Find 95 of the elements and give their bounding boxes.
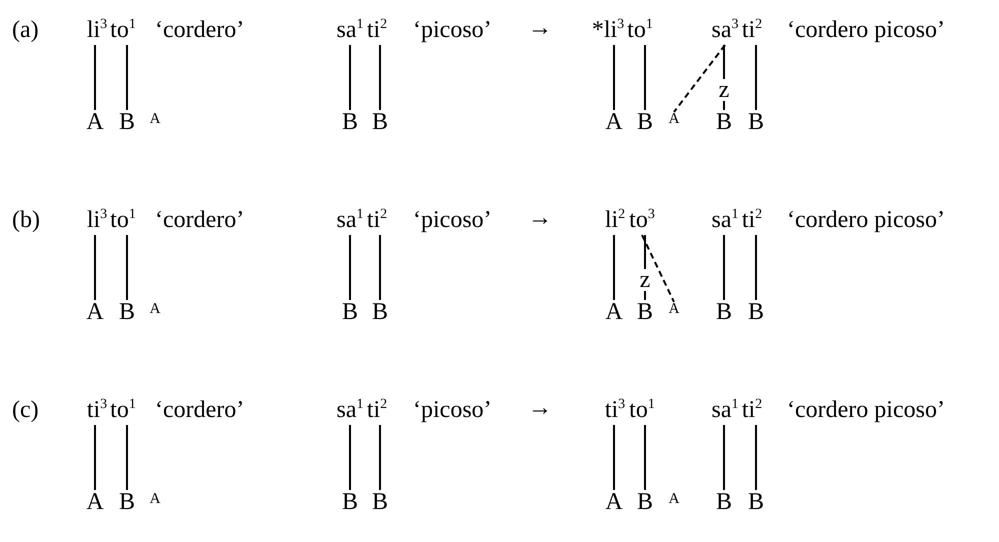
tone-letter: B (342, 108, 358, 136)
syllable: li$^{3}$ (86, 206, 108, 234)
association-line (613, 45, 615, 110)
syllable: sa$^{1}$ (336, 16, 364, 44)
tone-letter: B (637, 108, 653, 136)
gloss: ‘cordero picoso’ (787, 16, 945, 44)
tone-letter: B (372, 298, 388, 326)
tone-letter: B (342, 298, 358, 326)
floating-tone: A (150, 300, 160, 318)
syllable: ti$^{2}$ (742, 396, 762, 424)
example-label: (a) (12, 16, 39, 44)
gloss: ‘picoso’ (413, 206, 492, 234)
association-line (723, 425, 725, 490)
association-line (755, 45, 757, 110)
tone-letter: B (716, 488, 732, 516)
delinking-mark: z (718, 79, 730, 101)
tone-letter: B (372, 108, 388, 136)
tone-letter: A (86, 298, 104, 326)
tone-letter: B (748, 298, 764, 326)
syllable: to$^{1}$ (627, 16, 653, 44)
syllable: to$^{1}$ (110, 396, 136, 424)
association-line (673, 44, 726, 113)
tone-letter: B (342, 488, 358, 516)
tone-letter: A (86, 108, 104, 136)
association-line (349, 45, 351, 110)
derivation-arrow: → (528, 204, 552, 232)
gloss: ‘cordero’ (155, 396, 244, 424)
syllable: ti$^{2}$ (742, 16, 762, 44)
tone-letter: B (637, 298, 653, 326)
derivation-arrow: → (528, 14, 552, 42)
association-line (723, 235, 725, 300)
syllable: sa$^{1}$ (336, 396, 364, 424)
association-line (755, 425, 757, 490)
syllable: ti$^{3}$ (604, 396, 626, 424)
example-label: (c) (12, 396, 39, 424)
association-line (349, 235, 351, 300)
tone-letter: B (637, 488, 653, 516)
tone-letter: B (716, 298, 732, 326)
tone-letter: B (372, 488, 388, 516)
tone-letter: B (748, 488, 764, 516)
association-line (349, 425, 351, 490)
floating-tone: A (150, 110, 160, 128)
association-line (379, 235, 381, 300)
tone-letter: A (605, 298, 623, 326)
gloss: ‘cordero picoso’ (787, 206, 945, 234)
association-line (755, 235, 757, 300)
tone-letter: B (119, 298, 135, 326)
tone-letter: B (119, 488, 135, 516)
association-line (644, 425, 646, 490)
association-line (613, 235, 615, 300)
syllable: ti$^{3}$ (86, 396, 108, 424)
derivation-arrow: → (528, 394, 552, 422)
tone-letter: A (605, 488, 623, 516)
syllable: to$^{3}$ (629, 206, 655, 234)
gloss: ‘cordero’ (155, 16, 244, 44)
syllable: ti$^{2}$ (366, 206, 388, 234)
syllable: li$^{3}$ (86, 16, 108, 44)
gloss: ‘cordero’ (155, 206, 244, 234)
syllable: sa$^{1}$ (712, 396, 738, 424)
association-line (379, 425, 381, 490)
floating-tone: A (668, 110, 680, 128)
syllable: to$^{1}$ (110, 16, 136, 44)
floating-tone: A (668, 490, 680, 508)
tone-letter: B (716, 108, 732, 136)
association-line (126, 45, 128, 110)
syllable: li$^{2}$ (604, 206, 626, 234)
association-line (94, 235, 96, 300)
syllable: *li$^{3}$ (592, 16, 624, 44)
delinking-mark: z (640, 269, 650, 291)
syllable: sa$^{3}$ (712, 16, 738, 44)
syllable: to$^{1}$ (629, 396, 655, 424)
syllable: ti$^{2}$ (366, 396, 388, 424)
floating-tone: A (150, 490, 160, 508)
syllable: sa$^{1}$ (336, 206, 364, 234)
association-line (644, 45, 646, 110)
association-line (613, 425, 615, 490)
floating-tone: A (668, 300, 680, 318)
gloss: ‘cordero picoso’ (787, 396, 945, 424)
association-line (379, 45, 381, 110)
association-line (94, 425, 96, 490)
association-line (94, 45, 96, 110)
example-label: (b) (12, 206, 40, 234)
gloss: ‘picoso’ (413, 16, 492, 44)
syllable: sa$^{1}$ (712, 206, 738, 234)
association-line (641, 234, 675, 302)
syllable: ti$^{2}$ (742, 206, 762, 234)
tone-letter: A (605, 108, 623, 136)
tone-letter: A (86, 488, 104, 516)
tone-letter: B (119, 108, 135, 136)
gloss: ‘picoso’ (413, 396, 492, 424)
tone-letter: B (748, 108, 764, 136)
syllable: ti$^{2}$ (366, 16, 388, 44)
association-line (126, 425, 128, 490)
syllable: to$^{1}$ (110, 206, 136, 234)
association-line (126, 235, 128, 300)
